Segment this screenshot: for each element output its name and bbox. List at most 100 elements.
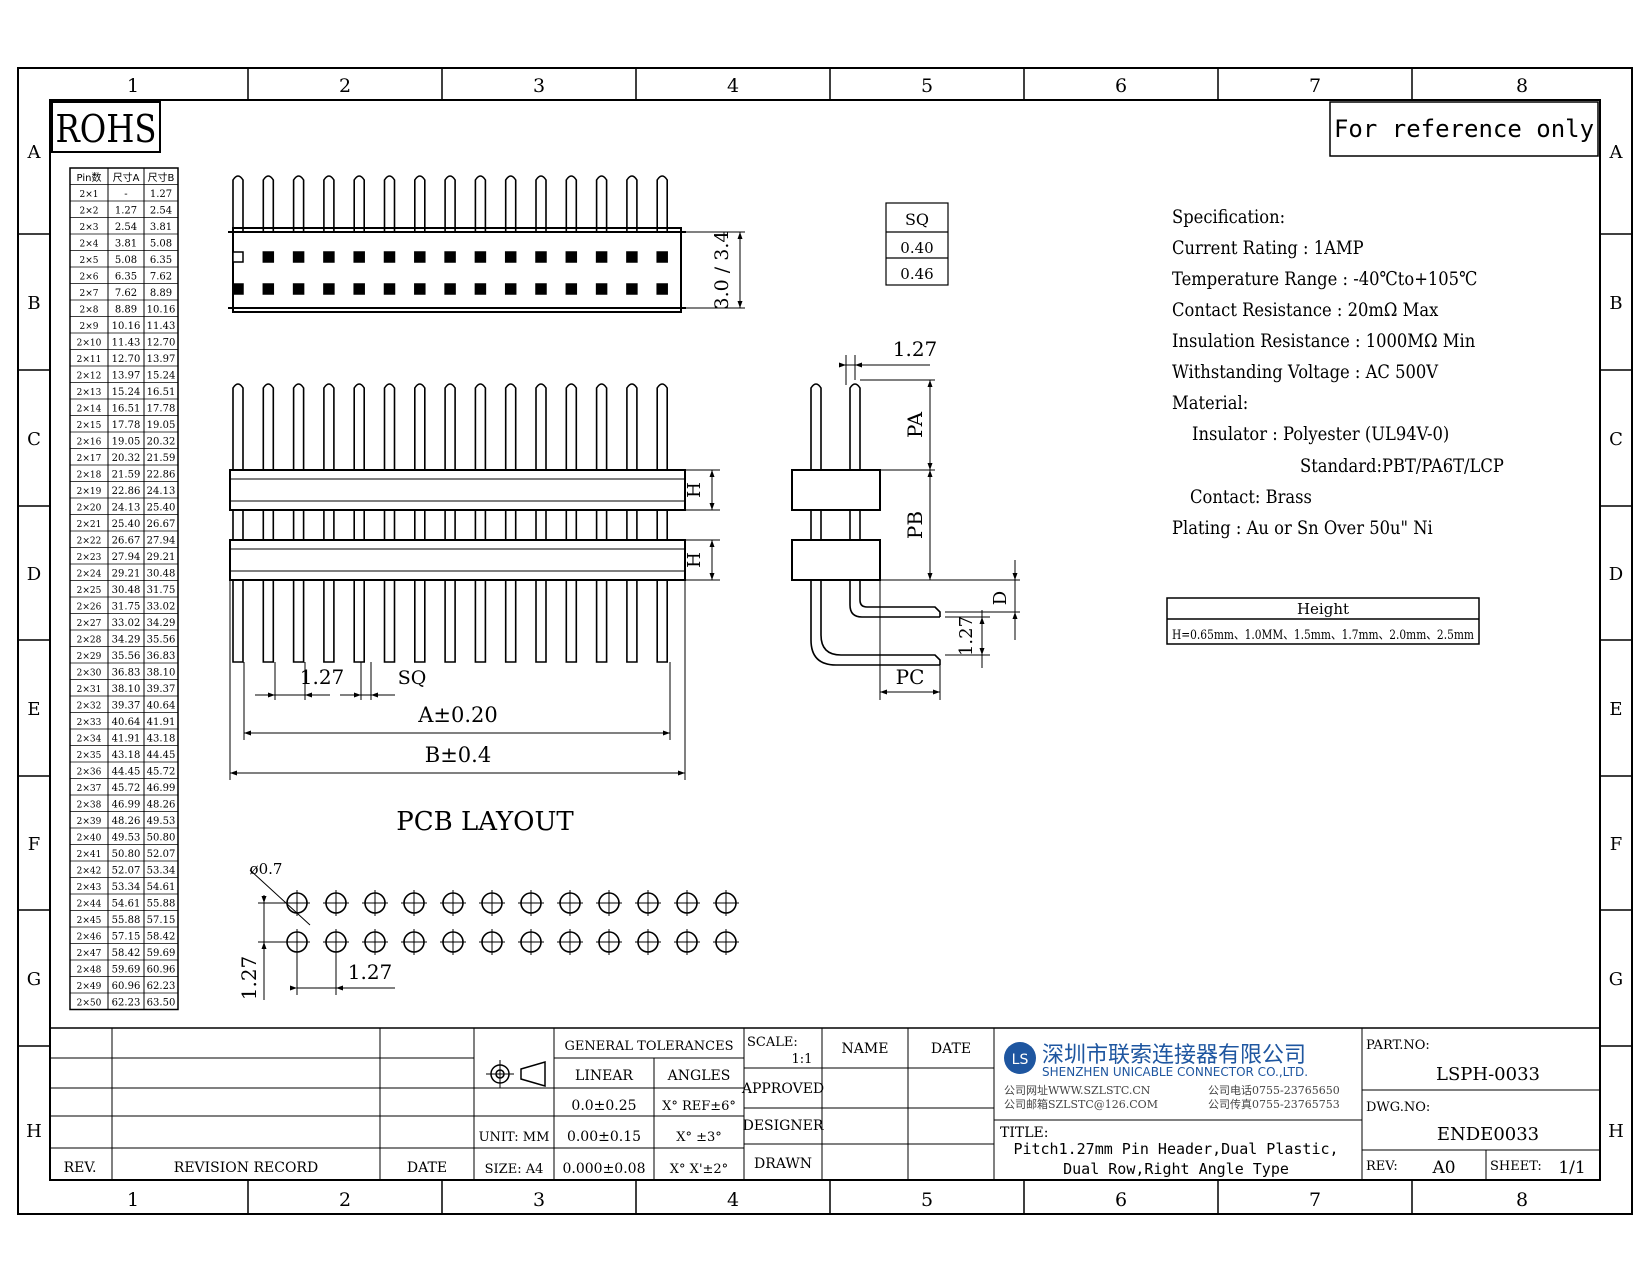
pin-tip xyxy=(504,175,517,232)
spec-line-4: Contact Resistance : 20mΩ Max xyxy=(1172,299,1439,321)
pin-table-cell: 36.83 xyxy=(147,651,176,662)
pin-table-cell: 60.96 xyxy=(112,981,141,992)
pin-upper xyxy=(595,383,608,470)
pin-table-cell: 1.27 xyxy=(115,206,137,217)
pin-table-cell: 2×45 xyxy=(77,916,102,926)
pin-square xyxy=(656,251,668,263)
col-label-bottom: 3 xyxy=(533,1189,545,1211)
pin-mid xyxy=(444,510,456,540)
pin-table-cell: 2.54 xyxy=(115,222,137,233)
pin-tip xyxy=(353,175,365,232)
pin-table-cell: 2×3 xyxy=(80,223,99,233)
pin-lower xyxy=(414,580,426,663)
pin-lower xyxy=(565,580,578,663)
pin-lower xyxy=(323,580,335,663)
pin-table-cell: 40.64 xyxy=(112,717,141,728)
pin-lower xyxy=(595,580,608,663)
row-label-left: H xyxy=(26,1121,42,1142)
pin-table-cell: 2×9 xyxy=(80,322,99,332)
pin-table-cell: 57.15 xyxy=(147,915,176,926)
pin-square xyxy=(565,283,578,295)
row-label-right: F xyxy=(1610,834,1623,855)
pin-table-cell: 2×38 xyxy=(77,801,102,811)
row-label-left: A xyxy=(27,142,42,163)
pin-table-cell: 2×19 xyxy=(77,487,102,497)
dim-h: H xyxy=(684,552,705,568)
dim-pcb-dia: ø0.7 xyxy=(250,860,283,878)
pin-mid xyxy=(292,510,305,540)
company-fax: 公司传真0755-23765753 xyxy=(1208,1097,1340,1111)
pin-table-cell: 6.35 xyxy=(150,255,172,266)
rev-date-header: DATE xyxy=(407,1160,447,1176)
arrowhead xyxy=(709,540,715,547)
pin-table-cell: 21.59 xyxy=(147,453,176,464)
pin-table-cell: 38.10 xyxy=(147,668,176,679)
linear-3: 0.000±0.08 xyxy=(563,1161,646,1177)
arrowhead xyxy=(290,985,297,991)
pin-table-cell: 6.35 xyxy=(115,272,137,283)
spec-line-1: Specification: xyxy=(1172,206,1286,228)
arrowhead xyxy=(927,380,933,387)
pin-table-cell: 2×25 xyxy=(77,586,102,596)
pin-table-cell: 45.72 xyxy=(147,767,176,778)
rohs-box xyxy=(51,101,161,153)
arrowhead xyxy=(230,770,237,776)
rev-header: REV. xyxy=(64,1160,97,1176)
spec-line-3: Temperature Range : -40℃to+105℃ xyxy=(1172,268,1478,290)
pin-table-cell: 19.05 xyxy=(147,420,176,431)
pin-table-cell: 40.64 xyxy=(147,701,176,712)
dim-h: H xyxy=(684,482,705,498)
pin-table-cell: 2×5 xyxy=(80,256,99,266)
pin-table-cell: 2.54 xyxy=(150,206,172,217)
pin-tip xyxy=(626,175,638,232)
pin-table-cell: 3.81 xyxy=(115,239,137,250)
dim-d: D xyxy=(990,591,1011,605)
pin-lower xyxy=(504,580,517,663)
pin-table-cell: 21.59 xyxy=(112,470,141,481)
pin-table-cell: 35.56 xyxy=(112,651,141,662)
pin-table-cell: 2×47 xyxy=(77,949,102,959)
dim-pcb-pitch-y: 1.27 xyxy=(237,956,261,1001)
pin-square xyxy=(383,283,396,295)
col-label-top: 4 xyxy=(727,75,739,97)
pin-table-cell: 55.88 xyxy=(112,915,141,926)
height-header: Height xyxy=(1297,600,1349,618)
pin-square xyxy=(535,283,547,295)
pin-table-cell: 2×15 xyxy=(77,421,102,431)
pin-table-cell: 2×8 xyxy=(80,306,99,316)
size: SIZE: A4 xyxy=(485,1162,544,1177)
pin-table-cell: 33.02 xyxy=(112,618,141,629)
pin-table-cell: 2×32 xyxy=(77,702,102,712)
arrowhead xyxy=(933,689,940,695)
angle-2: X° ±3° xyxy=(676,1130,722,1145)
dim-a: A±0.20 xyxy=(417,703,498,727)
company-logo-text: LS xyxy=(1012,1052,1029,1068)
pin-table-cell: 26.67 xyxy=(147,519,176,530)
row-label-left: B xyxy=(27,293,40,314)
pin-upper xyxy=(414,383,426,470)
pin-table-cell: 15.24 xyxy=(112,387,141,398)
zone-lines xyxy=(18,68,1632,1214)
spec-line-10: Contact: Brass xyxy=(1190,486,1312,508)
pin-table-cell: 8.89 xyxy=(115,305,137,316)
pin-table-cell: 2×2 xyxy=(80,207,99,217)
side-body-2 xyxy=(791,539,881,581)
pin-table-cell: 2×46 xyxy=(77,933,102,943)
pin-tip xyxy=(535,175,547,232)
part-number: LSPH-0033 xyxy=(1436,1064,1540,1085)
reference-box xyxy=(1329,101,1599,157)
row-label-left: E xyxy=(27,699,40,720)
arrowhead xyxy=(305,692,312,698)
pin-table-cell: 30.48 xyxy=(147,569,176,580)
col-label-top: 5 xyxy=(921,75,933,97)
pin-table-cell: 2×31 xyxy=(77,685,102,695)
general-tolerances: GENERAL TOLERANCES xyxy=(564,1039,733,1054)
pin-table-cell: 2×28 xyxy=(77,636,102,646)
pin-table-cell: 2×23 xyxy=(77,553,102,563)
pin-tip xyxy=(262,175,275,232)
pin-square xyxy=(444,251,456,263)
pin-upper xyxy=(383,383,396,470)
approved: APPROVED xyxy=(741,1081,824,1097)
